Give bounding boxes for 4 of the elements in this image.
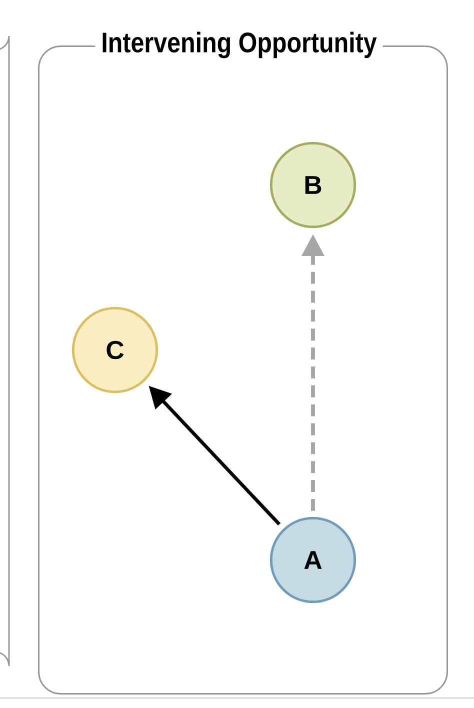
- circle-node: C: [72, 306, 158, 394]
- circle-node: A: [270, 516, 356, 604]
- circle-node: B: [270, 142, 356, 228]
- panel-title: Intervening Opportunity: [95, 30, 383, 60]
